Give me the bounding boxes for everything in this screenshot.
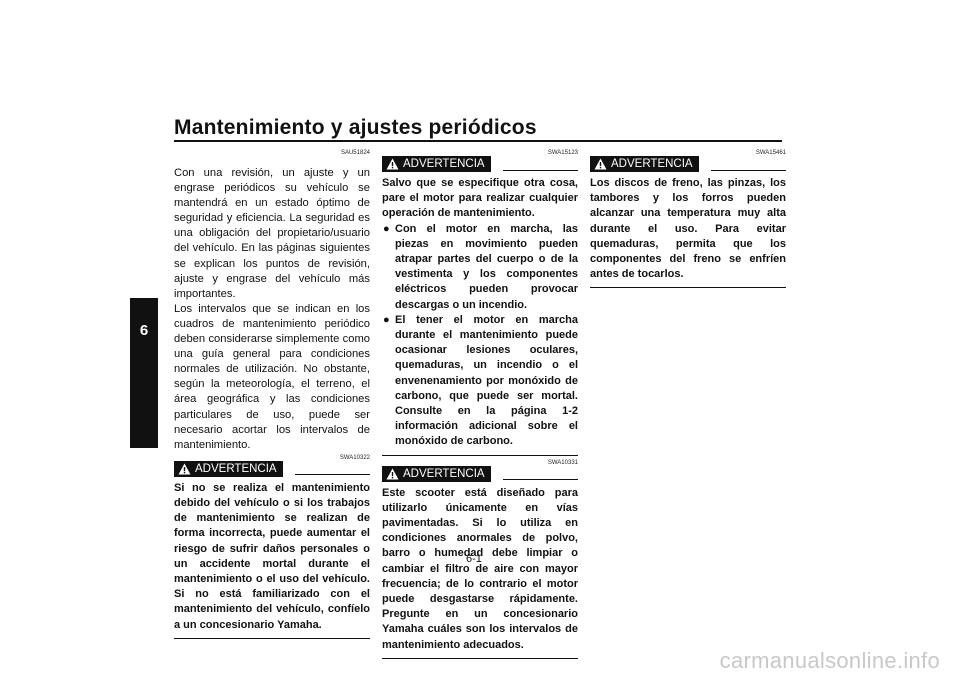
warning-triangle-icon bbox=[386, 468, 399, 480]
warning-header-rule bbox=[502, 169, 578, 171]
page-number: 6-1 bbox=[466, 553, 482, 565]
bullet-dot: ● bbox=[383, 222, 390, 235]
warning-text: Los discos de freno, las pinzas, los tam… bbox=[590, 177, 786, 281]
warning-triangle-icon bbox=[178, 463, 191, 475]
warning-triangle-icon bbox=[386, 158, 399, 170]
warning-header-rule bbox=[710, 169, 786, 171]
warning-code: SWA10322 bbox=[339, 454, 370, 461]
column-2: SWA15123 ADVERTENCIA Salvo que se especi… bbox=[382, 150, 578, 659]
warning-header: ADVERTENCIA bbox=[382, 465, 578, 482]
bullet-text: Con el motor en marcha, las piezas en mo… bbox=[395, 222, 578, 311]
warning-end-rule bbox=[174, 637, 370, 639]
bullet-item: ● Con el motor en marcha, las piezas en … bbox=[382, 222, 578, 313]
warning-code: SWA15461 bbox=[755, 150, 786, 156]
warning-badge: ADVERTENCIA bbox=[590, 156, 699, 172]
warning-header-rule bbox=[502, 479, 578, 481]
chapter-tab bbox=[130, 298, 158, 448]
page-title: Mantenimiento y ajustes periódicos bbox=[174, 116, 537, 139]
bullet-dot: ● bbox=[383, 313, 390, 326]
intro-paragraph-2: Los intervalos que se indican en los cua… bbox=[174, 302, 370, 451]
warning-label: ADVERTENCIA bbox=[611, 158, 693, 170]
warning-label: ADVERTENCIA bbox=[403, 467, 485, 480]
warning-end-rule bbox=[382, 454, 578, 456]
warning-header: ADVERTENCIA bbox=[174, 460, 370, 477]
warning-code: SWA15123 bbox=[547, 150, 578, 156]
bullet-item: ● El tener el motor en marcha durante el… bbox=[382, 313, 578, 450]
title-rule bbox=[174, 140, 782, 142]
section-code: SAU51824 bbox=[340, 150, 370, 156]
warning-text: Este scooter está diseñado para utilizar… bbox=[382, 486, 578, 651]
warning-badge: ADVERTENCIA bbox=[382, 465, 491, 482]
warning-badge: ADVERTENCIA bbox=[174, 460, 283, 477]
column-3: SWA15461 ADVERTENCIA Los discos de freno… bbox=[590, 150, 786, 289]
warning-end-rule bbox=[382, 657, 578, 659]
warning-label: ADVERTENCIA bbox=[195, 462, 277, 475]
warning-header: ADVERTENCIA bbox=[590, 156, 786, 172]
warning-badge: ADVERTENCIA bbox=[382, 156, 491, 172]
warning-text: Si no se realiza el mantenimiento debido… bbox=[174, 481, 370, 631]
warning-header-rule bbox=[294, 474, 370, 476]
warning-code: SWA10331 bbox=[547, 459, 578, 466]
chapter-tab-number: 6 bbox=[139, 322, 149, 339]
warning-end-rule bbox=[590, 287, 786, 289]
intro-paragraph-1: Con una revisión, un ajuste y un engrase… bbox=[174, 167, 370, 300]
warning-text: Salvo que se especifique otra cosa, pare… bbox=[382, 177, 578, 220]
warning-triangle-icon bbox=[594, 158, 607, 170]
watermark: carmanualsonline.info bbox=[719, 648, 940, 673]
warning-header: ADVERTENCIA bbox=[382, 156, 578, 172]
column-1: SAU51824 Con una revisión, un ajuste y u… bbox=[174, 150, 370, 639]
warning-label: ADVERTENCIA bbox=[403, 158, 485, 170]
bullet-text: El tener el motor en marcha durante el m… bbox=[395, 313, 578, 448]
